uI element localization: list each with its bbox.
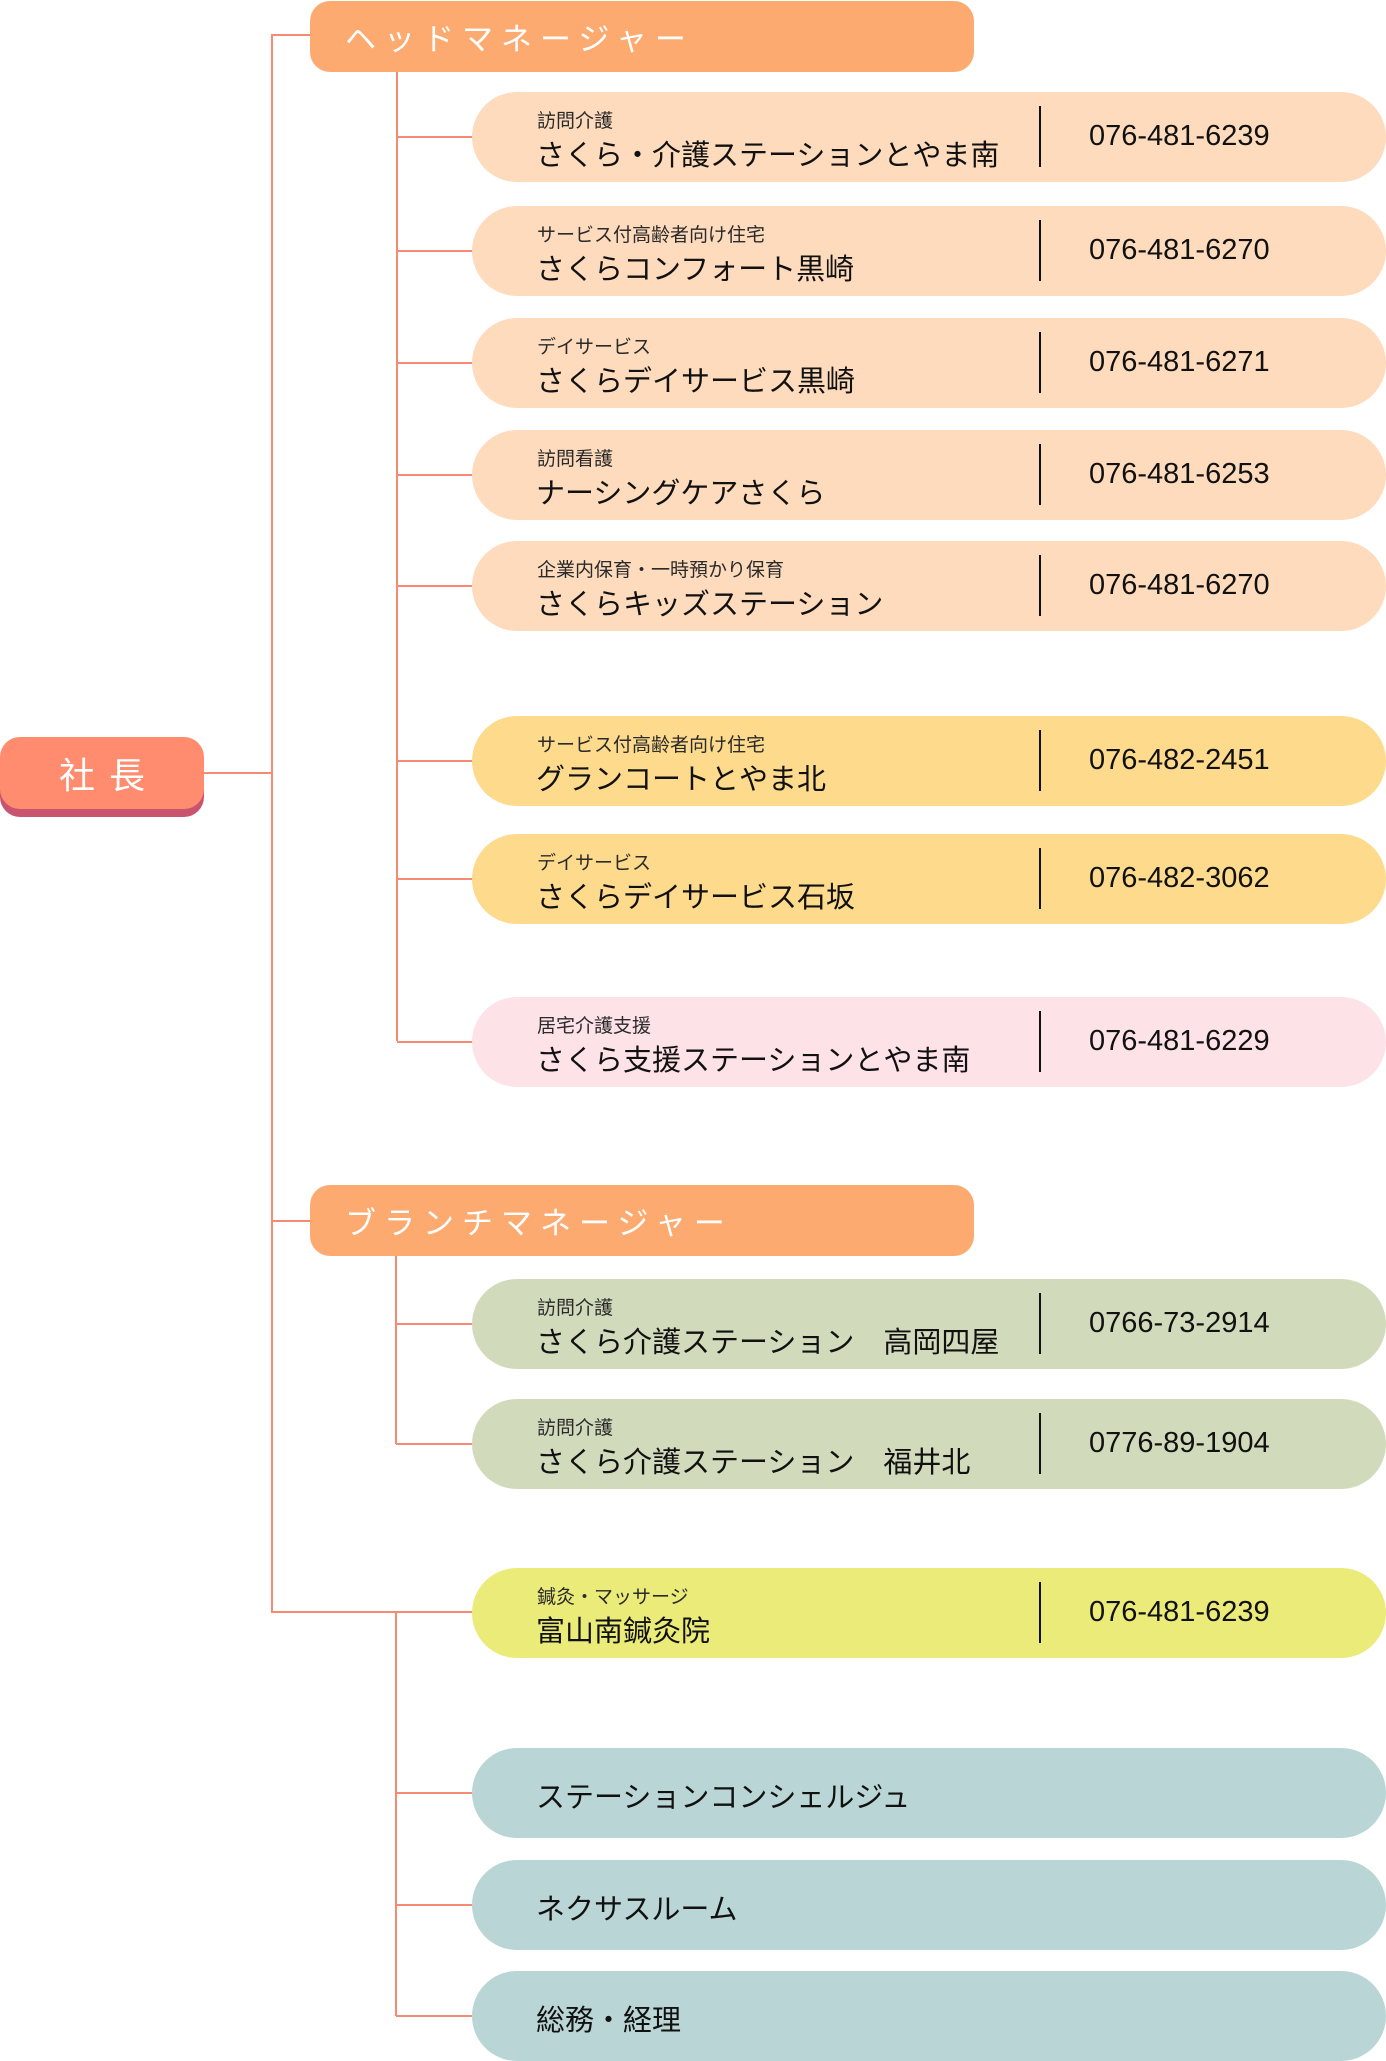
divider <box>1039 106 1041 167</box>
facility-node[interactable]: デイサービスさくらデイサービス石坂 076-482-3062 <box>472 834 1386 924</box>
facility-category: 訪問介護 <box>537 1297 614 1319</box>
facility-name: さくら支援ステーションとやま南 <box>536 1043 971 1077</box>
divider <box>1039 1582 1041 1643</box>
facility-node[interactable]: ステーションコンシェルジュ <box>472 1748 1386 1838</box>
divider <box>1039 730 1041 791</box>
connector-line <box>396 2015 472 2017</box>
head-manager-node[interactable]: ヘッドマネージャー <box>310 1 974 72</box>
connector-line <box>396 1904 472 1906</box>
facility-category: サービス付高齢者向け住宅 <box>537 734 766 756</box>
facility-name: 富山南鍼灸院 <box>536 1614 711 1648</box>
facility-category: 企業内保育・一時預かり保育 <box>537 559 785 581</box>
facility-category: 鍼灸・マッサージ <box>537 1586 689 1608</box>
facility-category: 訪問介護 <box>537 110 614 132</box>
divider <box>1039 1293 1041 1354</box>
branch-manager-node[interactable]: ブランチマネージャー <box>310 1185 974 1256</box>
facility-node[interactable]: 総務・経理 <box>472 1971 1386 2061</box>
facility-name: さくら・介護ステーションとやま南 <box>536 138 1000 172</box>
main-trunk-line <box>271 35 273 1613</box>
facility-node[interactable]: 鍼灸・マッサージ富山南鍼灸院 076-481-6239 <box>472 1568 1386 1658</box>
facility-node[interactable]: サービス付高齢者向け住宅グランコートとやま北 076-482-2451 <box>472 716 1386 806</box>
divider <box>1039 1011 1041 1072</box>
facility-name: さくら介護ステーション 福井北 <box>536 1445 971 1479</box>
connector-line <box>397 1041 472 1043</box>
phone-number[interactable]: 076-482-3062 <box>1089 862 1270 894</box>
facility-category: デイサービス <box>537 336 652 358</box>
facility-category: 訪問介護 <box>537 1417 614 1439</box>
direct-item-connector <box>271 1611 473 1613</box>
phone-number[interactable]: 076-481-6271 <box>1089 346 1270 378</box>
facility-name: ネクサスルーム <box>536 1892 738 1926</box>
branch-manager-connector <box>271 1220 311 1222</box>
facility-name: さくらデイサービス黒崎 <box>536 364 856 398</box>
connector-line <box>397 760 472 762</box>
facility-name: 総務・経理 <box>536 2003 682 2037</box>
connector-line <box>397 136 472 138</box>
facility-name: ステーションコンシェルジュ <box>536 1780 911 1814</box>
divider <box>1039 332 1041 393</box>
phone-number[interactable]: 076-481-6239 <box>1089 120 1270 152</box>
connector-line <box>396 1792 472 1794</box>
phone-number[interactable]: 076-481-6270 <box>1089 234 1270 266</box>
divider <box>1039 220 1041 281</box>
head-manager-label: ヘッドマネージャー <box>345 22 694 58</box>
connector-line <box>396 1443 472 1445</box>
facility-name: さくらコンフォート黒崎 <box>536 252 855 286</box>
divider <box>1039 444 1041 505</box>
facility-node[interactable]: 訪問介護さくら介護ステーション 高岡四屋 0766-73-2914 <box>472 1279 1386 1369</box>
facility-category: サービス付高齢者向け住宅 <box>537 224 766 246</box>
facility-node[interactable]: ネクサスルーム <box>472 1860 1386 1950</box>
phone-number[interactable]: 076-481-6253 <box>1089 458 1270 490</box>
facility-name: さくらデイサービス石坂 <box>536 880 856 914</box>
divider <box>1039 1413 1041 1474</box>
phone-number[interactable]: 076-482-2451 <box>1089 744 1270 776</box>
staff-branch-line <box>395 1612 397 2016</box>
phone-number[interactable]: 076-481-6270 <box>1089 569 1270 601</box>
divider <box>1039 848 1041 909</box>
facility-name: ナーシングケアさくら <box>536 476 826 510</box>
phone-number[interactable]: 0766-73-2914 <box>1089 1307 1270 1339</box>
facility-node[interactable]: サービス付高齢者向け住宅さくらコンフォート黒崎 076-481-6270 <box>472 206 1386 296</box>
president-node[interactable]: 社長 <box>0 737 204 809</box>
facility-category: デイサービス <box>537 852 652 874</box>
connector-line <box>396 1323 472 1325</box>
president-label: 社長 <box>58 756 159 797</box>
phone-number[interactable]: 076-481-6239 <box>1089 1596 1270 1628</box>
facility-category: 訪問看護 <box>537 448 614 470</box>
facility-node[interactable]: 企業内保育・一時預かり保育さくらキッズステーション 076-481-6270 <box>472 541 1386 631</box>
facility-name: グランコートとやま北 <box>536 762 827 796</box>
phone-number[interactable]: 0776-89-1904 <box>1089 1427 1270 1459</box>
connector-line <box>397 878 472 880</box>
phone-number[interactable]: 076-481-6229 <box>1089 1025 1270 1057</box>
branch-manager-label: ブランチマネージャー <box>345 1206 733 1242</box>
connector-line <box>397 474 472 476</box>
facility-node[interactable]: 訪問介護さくら介護ステーション 福井北 0776-89-1904 <box>472 1399 1386 1489</box>
facility-name: さくらキッズステーション <box>536 587 884 621</box>
facility-node[interactable]: 訪問介護さくら・介護ステーションとやま南 076-481-6239 <box>472 92 1386 182</box>
divider <box>1039 555 1041 616</box>
connector-line <box>397 362 472 364</box>
president-connector <box>204 772 272 774</box>
facility-name: さくら介護ステーション 高岡四屋 <box>536 1325 1000 1359</box>
connector-line <box>397 585 472 587</box>
facility-node[interactable]: デイサービスさくらデイサービス黒崎 076-481-6271 <box>472 318 1386 408</box>
connector-line <box>397 250 472 252</box>
branch-branch-line <box>395 1256 397 1444</box>
facility-category: 居宅介護支援 <box>537 1015 652 1037</box>
head-manager-connector <box>271 34 311 36</box>
facility-node[interactable]: 訪問看護ナーシングケアさくら 076-481-6253 <box>472 430 1386 520</box>
facility-node[interactable]: 居宅介護支援さくら支援ステーションとやま南 076-481-6229 <box>472 997 1386 1087</box>
head-branch-line <box>396 72 398 1041</box>
